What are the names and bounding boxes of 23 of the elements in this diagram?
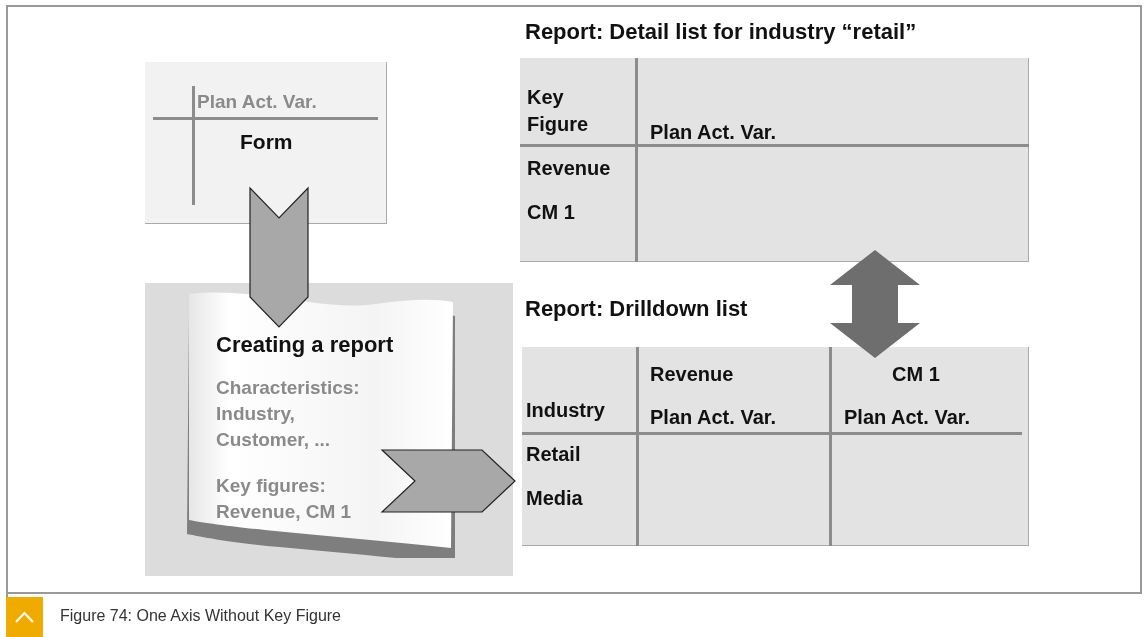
column-headers: Plan Act. Var. xyxy=(844,405,970,429)
row-label: Retail xyxy=(526,442,581,466)
arrow xyxy=(380,449,516,513)
column-headers: Plan Act. Var. xyxy=(650,405,776,429)
column-header: Revenue xyxy=(650,362,734,386)
form-card xyxy=(145,62,387,224)
column-headers: Plan Act. Var. xyxy=(197,90,317,114)
page-title: Creating a report xyxy=(216,333,394,357)
table-title: Report: Drilldown list xyxy=(525,297,748,321)
column-header: CM 1 xyxy=(892,362,940,386)
double-arrow xyxy=(830,250,920,358)
arrow xyxy=(249,186,309,328)
caption: Figure 74: One Axis Without Key Figure xyxy=(60,607,341,625)
table-title: Report: Detail list for industry “retail” xyxy=(525,20,917,44)
form-title: Form xyxy=(240,130,293,154)
column-headers: Plan Act. Var. xyxy=(650,120,776,144)
row-label: Revenue xyxy=(527,156,611,180)
row-label: CM 1 xyxy=(527,200,575,224)
row-header: Key Figure xyxy=(527,85,590,137)
row-header: Industry xyxy=(526,398,605,422)
characteristics-text: Characteristics: Industry, Customer, ... xyxy=(216,376,361,452)
row-label: Media xyxy=(526,486,583,510)
key-figures-text: Key figures: Revenue, CM 1 xyxy=(216,474,353,524)
